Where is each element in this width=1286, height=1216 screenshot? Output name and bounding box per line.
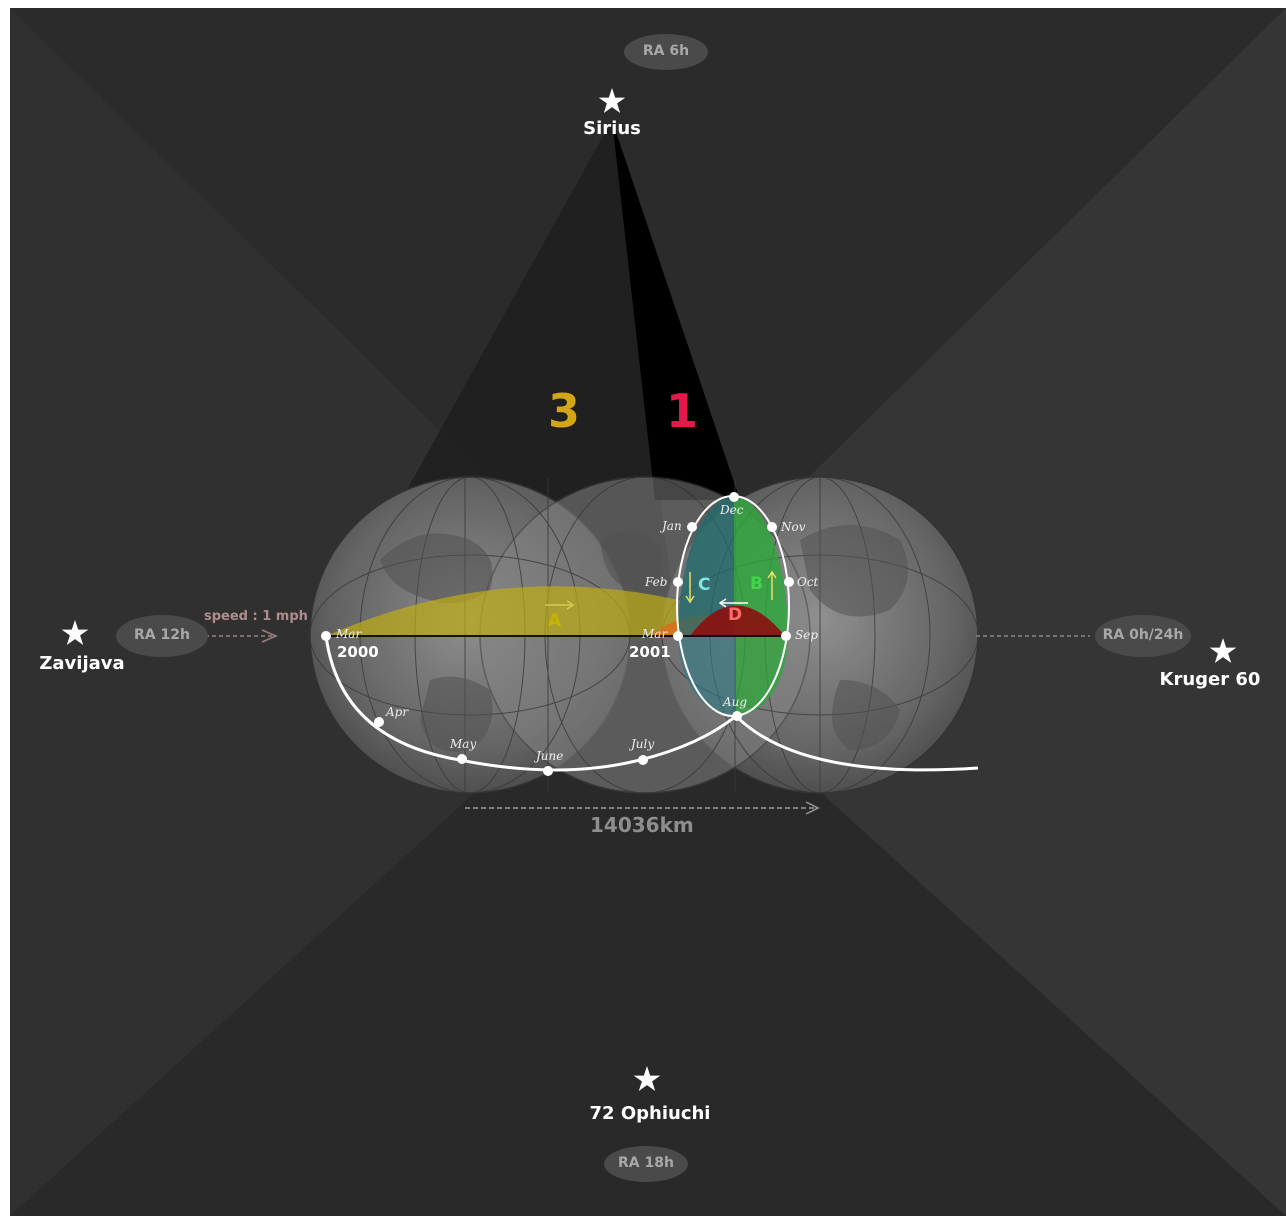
ra-bottom-pill bbox=[604, 1146, 688, 1182]
cone-1-label: 1 bbox=[666, 384, 699, 438]
region-c-arrow-head bbox=[685, 595, 695, 604]
month-mar-end: Mar bbox=[642, 627, 668, 641]
ra-right-pill bbox=[1095, 615, 1191, 657]
kruger-star-icon bbox=[1209, 638, 1237, 663]
month-mar-start: Mar bbox=[336, 627, 362, 641]
month-apr: Apr bbox=[386, 705, 409, 719]
ra-top-label: RA 6h bbox=[642, 43, 690, 59]
speed-arrow-head bbox=[261, 629, 278, 643]
ra-top-pill bbox=[624, 34, 708, 70]
region-c-lower-fill bbox=[677, 636, 736, 717]
month-nov: Nov bbox=[781, 520, 806, 534]
region-a-label: A bbox=[548, 611, 562, 631]
speed-label: speed : 1 mph bbox=[204, 609, 308, 624]
region-a-fill bbox=[326, 586, 678, 636]
ra-bottom-label: RA 18h bbox=[618, 1155, 674, 1171]
zavijava-star-icon bbox=[61, 620, 89, 645]
region-d-fill bbox=[690, 605, 785, 636]
region-b-fill bbox=[734, 497, 788, 636]
year-2000-label: 2000 bbox=[337, 643, 379, 661]
region-b-label: B bbox=[750, 574, 763, 594]
ra-left-pill bbox=[116, 615, 208, 657]
ra-right-label: RA 0h/24h bbox=[1102, 627, 1184, 643]
month-sep: Sep bbox=[795, 628, 819, 642]
month-june: June bbox=[536, 749, 564, 763]
month-dec: Dec bbox=[720, 503, 744, 517]
region-d-arrow-head bbox=[718, 598, 727, 608]
bg-sector-bottom bbox=[10, 635, 1286, 1216]
year-2001-label: 2001 bbox=[629, 643, 671, 661]
sirius-label: Sirius bbox=[583, 118, 641, 139]
region-c-fill bbox=[678, 497, 734, 636]
region-c-label: C bbox=[698, 575, 711, 595]
month-aug: Aug bbox=[723, 695, 748, 709]
distance-arrow-head bbox=[805, 801, 820, 815]
orbit-path bbox=[324, 635, 737, 772]
region-b-lower-fill bbox=[736, 636, 788, 716]
cone-1-shadow bbox=[612, 120, 740, 500]
month-jan: Jan bbox=[662, 519, 682, 533]
region-b-arrow-head bbox=[767, 570, 777, 579]
kruger-label: Kruger 60 bbox=[1159, 669, 1261, 690]
month-may: May bbox=[450, 737, 477, 751]
zavijava-label: Zavijava bbox=[39, 653, 125, 674]
month-feb: Feb bbox=[645, 575, 668, 589]
ra-left-label: RA 12h bbox=[134, 627, 190, 643]
cone-3-label: 3 bbox=[548, 384, 581, 438]
orbit-path-extension bbox=[734, 714, 979, 772]
month-july: July bbox=[631, 737, 655, 751]
month-oct: Oct bbox=[797, 575, 819, 589]
month-points bbox=[321, 492, 794, 776]
region-a-arrow-head bbox=[566, 600, 575, 610]
region-d-label: D bbox=[728, 605, 743, 625]
ophiuchi-label: 72 Ophiuchi bbox=[589, 1103, 711, 1124]
distance-label: 14036km bbox=[590, 813, 694, 837]
ophiuchi-star-icon bbox=[633, 1066, 661, 1091]
sirius-star-icon bbox=[598, 88, 626, 113]
star-icons bbox=[61, 88, 1237, 1091]
